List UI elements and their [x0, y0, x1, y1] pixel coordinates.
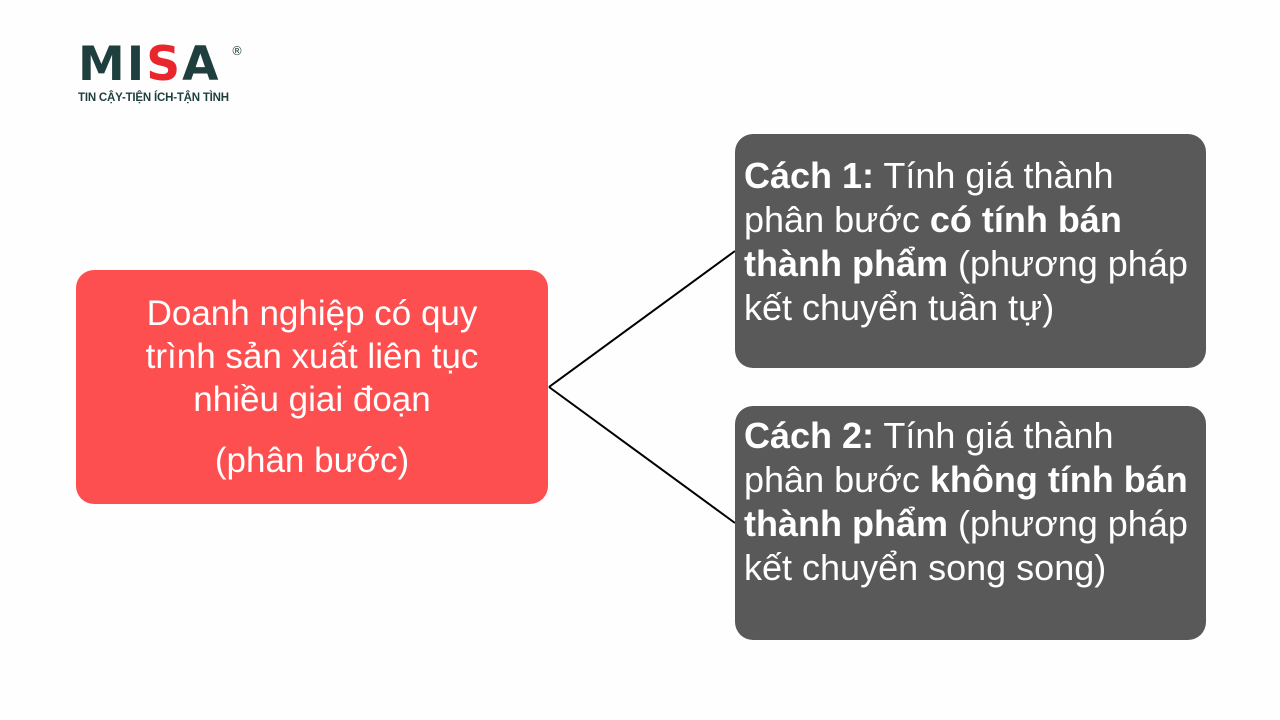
main-box: Doanh nghiệp có quy trình sản xuất liên …	[76, 270, 548, 504]
option-1-emphasis: có tính bán thành phẩm	[744, 199, 1122, 284]
registered-mark: ®	[231, 44, 243, 58]
option-2-emphasis: không tính bán thành phẩm	[744, 459, 1188, 544]
misa-logo: MISA	[78, 40, 248, 110]
main-box-text: Doanh nghiệp có quy trình sản xuất liên …	[145, 294, 479, 419]
main-box-subtext: (phân bước)	[214, 441, 410, 480]
option-box-2: Cách 2: Tính giá thành phân bước không t…	[735, 406, 1206, 640]
option-box-1: Cách 1: Tính giá thành phân bước có tính…	[735, 134, 1206, 368]
option-2-label: Cách 2:	[744, 415, 875, 456]
connector-to-option-2	[548, 386, 736, 524]
option-1-note: (phương pháp kết chuyển tuần tự)	[744, 243, 1188, 328]
logo-tagline: TIN CẬY-TIỆN ÍCH-TẬN TÌNH	[78, 92, 229, 104]
logo-wordmark: MISA	[78, 37, 221, 92]
option-1-text: Tính giá thành phân bước	[744, 155, 1114, 240]
connector-to-option-1	[548, 250, 736, 388]
option-1-label: Cách 1:	[744, 155, 875, 196]
option-2-note: (phương pháp kết chuyển song song)	[744, 503, 1188, 588]
option-2-text: Tính giá thành phân bước	[744, 415, 1114, 500]
